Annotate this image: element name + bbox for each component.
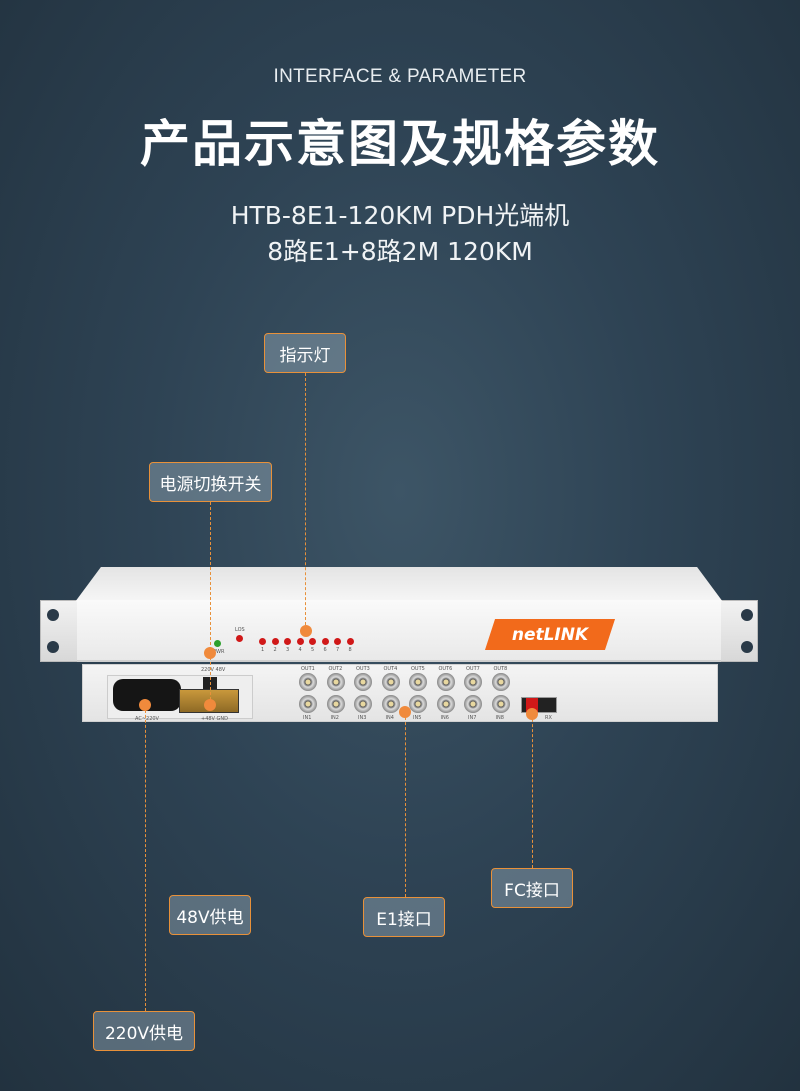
channel-led xyxy=(259,638,266,645)
e1-in-port[interactable] xyxy=(381,695,400,713)
channel-led xyxy=(296,638,304,645)
in-port-label: IN6 xyxy=(440,715,449,721)
e1-in-port[interactable] xyxy=(464,695,482,713)
in-port-label: IN5 xyxy=(413,715,422,721)
rx-label: RX xyxy=(545,715,552,721)
switch-marker xyxy=(204,647,216,659)
in-port-label: IN1 xyxy=(303,715,312,721)
pwr-label: PWR xyxy=(213,649,225,655)
e1-out-port[interactable] xyxy=(491,673,510,691)
dc-marker xyxy=(204,699,216,711)
e1-out-port[interactable] xyxy=(409,673,427,691)
ac-leader-line xyxy=(145,705,146,1011)
e1-out-port[interactable] xyxy=(299,673,317,691)
callout-power-switch: 电源切换开关 xyxy=(149,462,272,502)
e1-leader-line xyxy=(405,712,406,897)
callout-220v: 220V供电 xyxy=(93,1011,195,1051)
channel-led-label: 4 xyxy=(298,647,302,653)
dc-label: +48V GND xyxy=(201,716,229,722)
e1-out-port[interactable] xyxy=(381,673,400,691)
e1-in-port[interactable] xyxy=(436,695,455,713)
indicator-marker xyxy=(300,625,312,637)
in-port-label: IN8 xyxy=(495,715,504,721)
e1-out-port[interactable] xyxy=(326,673,345,691)
e1-in-port[interactable] xyxy=(409,695,427,713)
e1-out-port[interactable] xyxy=(436,673,455,691)
out-port-label: OUT6 xyxy=(438,666,453,672)
switch-label: 220V 48V xyxy=(201,667,226,673)
in-port-label: IN7 xyxy=(468,715,477,721)
channel-led xyxy=(309,638,316,645)
channel-led-label: 7 xyxy=(336,647,340,653)
out-port-label: OUT7 xyxy=(466,666,480,672)
in-port-label: IN4 xyxy=(385,715,394,721)
channel-led-label: 6 xyxy=(323,647,327,653)
out-port-label: OUT1 xyxy=(301,666,315,672)
model-line: HTB-8E1-120KM PDH光端机 xyxy=(230,201,570,230)
e1-in-port[interactable] xyxy=(299,695,317,713)
mounting-hole xyxy=(741,641,753,653)
channel-led-label: 3 xyxy=(286,647,290,653)
channel-led-label: 1 xyxy=(261,647,265,653)
e1-out-port[interactable] xyxy=(354,673,372,691)
channel-led-label: 5 xyxy=(311,647,315,653)
e1-out-port[interactable] xyxy=(464,673,482,691)
e1-in-port[interactable] xyxy=(354,695,372,713)
channel-led-label: 2 xyxy=(273,647,277,653)
top-face xyxy=(75,567,723,602)
left-rack-ear xyxy=(40,600,78,662)
fc-marker xyxy=(526,708,538,720)
page-title: 产品示意图及规格参数 xyxy=(140,115,660,173)
brand-logo: netLINK xyxy=(484,619,616,650)
channel-led-label: 8 xyxy=(348,647,352,653)
spec-line: 8路E1+8路2M 120KM xyxy=(267,237,533,266)
mounting-hole xyxy=(47,609,59,621)
e1-in-port[interactable] xyxy=(326,695,345,713)
ac-marker xyxy=(139,699,151,711)
out-port-label: OUT5 xyxy=(411,666,425,672)
channel-led xyxy=(271,638,279,645)
brand-text: netLINK xyxy=(511,624,589,645)
los-led xyxy=(236,635,243,642)
in-port-label: IN3 xyxy=(358,715,367,721)
channel-led xyxy=(321,638,329,645)
callout-48v: 48V供电 xyxy=(169,895,251,935)
e1-marker xyxy=(399,706,411,718)
channel-led xyxy=(346,638,354,645)
right-rack-ear xyxy=(720,600,758,662)
out-port-label: OUT8 xyxy=(493,666,508,672)
out-port-label: OUT4 xyxy=(383,666,398,672)
los-label: LOS xyxy=(235,627,245,633)
switch-leader-line xyxy=(210,502,211,705)
channel-led xyxy=(334,638,341,645)
channel-led xyxy=(284,638,291,645)
callout-indicator: 指示灯 xyxy=(264,333,346,373)
pwr-led xyxy=(214,640,221,647)
callout-fc: FC接口 xyxy=(491,868,573,908)
mounting-hole xyxy=(47,641,59,653)
fc-leader-line xyxy=(532,714,533,868)
indicator-leader-line xyxy=(305,373,306,630)
section-subtitle: INTERFACE & PARAMETER xyxy=(273,66,527,87)
ac-label: AC~220V xyxy=(135,716,159,722)
in-port-label: IN2 xyxy=(330,715,339,721)
out-port-label: OUT2 xyxy=(328,666,343,672)
mounting-hole xyxy=(741,609,753,621)
e1-in-port[interactable] xyxy=(491,695,510,713)
front-panel: PWR LOS 1 2 3 4 5 6 7 8 netLINK xyxy=(77,600,721,662)
out-port-label: OUT3 xyxy=(356,666,370,672)
callout-e1: E1接口 xyxy=(363,897,445,937)
